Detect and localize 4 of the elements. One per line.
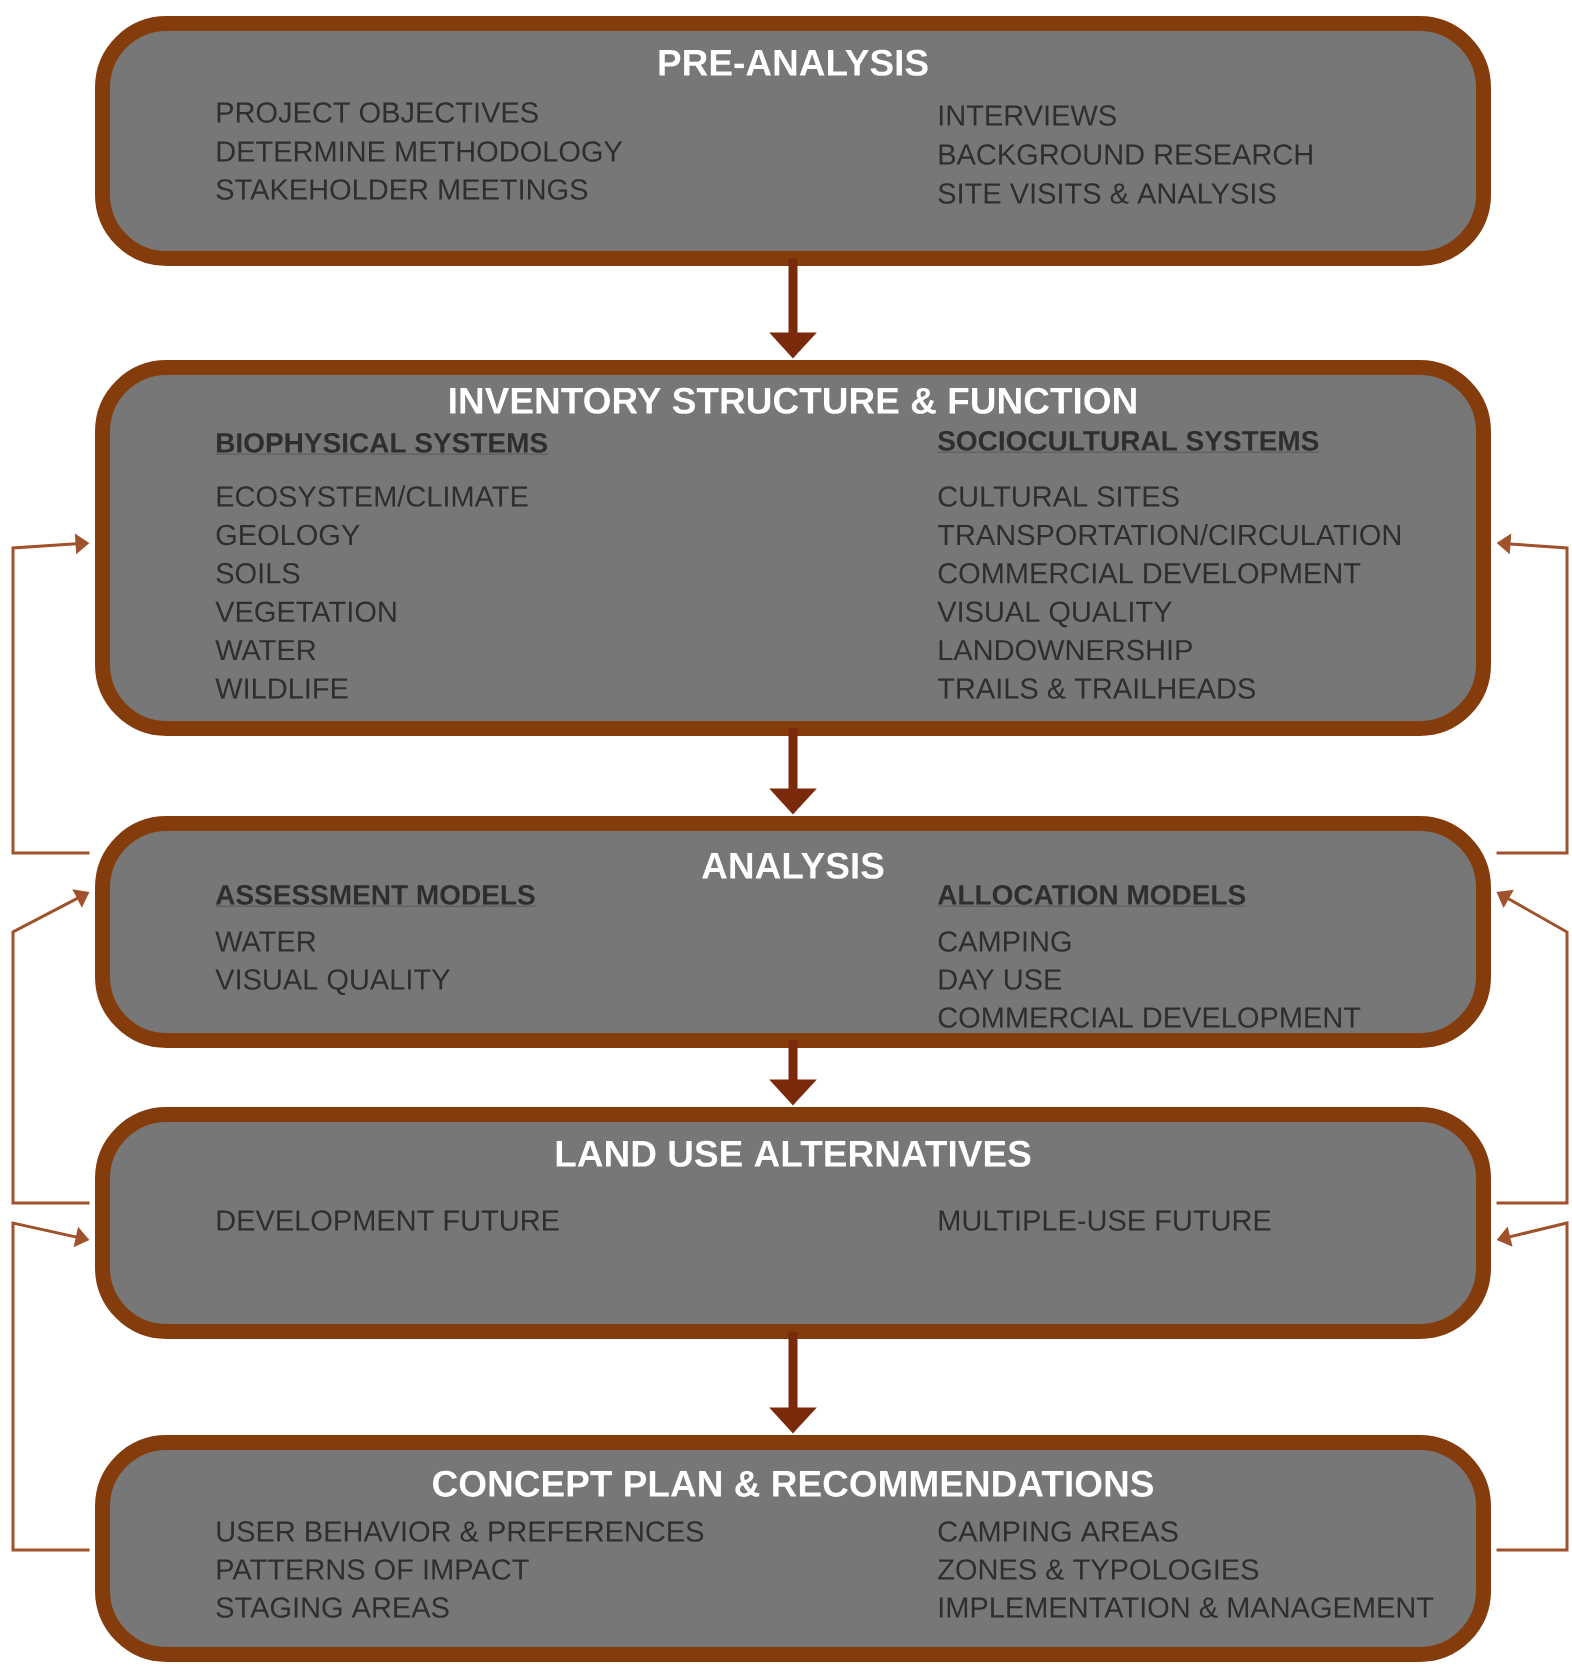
arrow bbox=[11, 889, 90, 1205]
arrow bbox=[11, 1221, 90, 1552]
arrow bbox=[1496, 1221, 1569, 1552]
arrow bbox=[11, 533, 90, 855]
